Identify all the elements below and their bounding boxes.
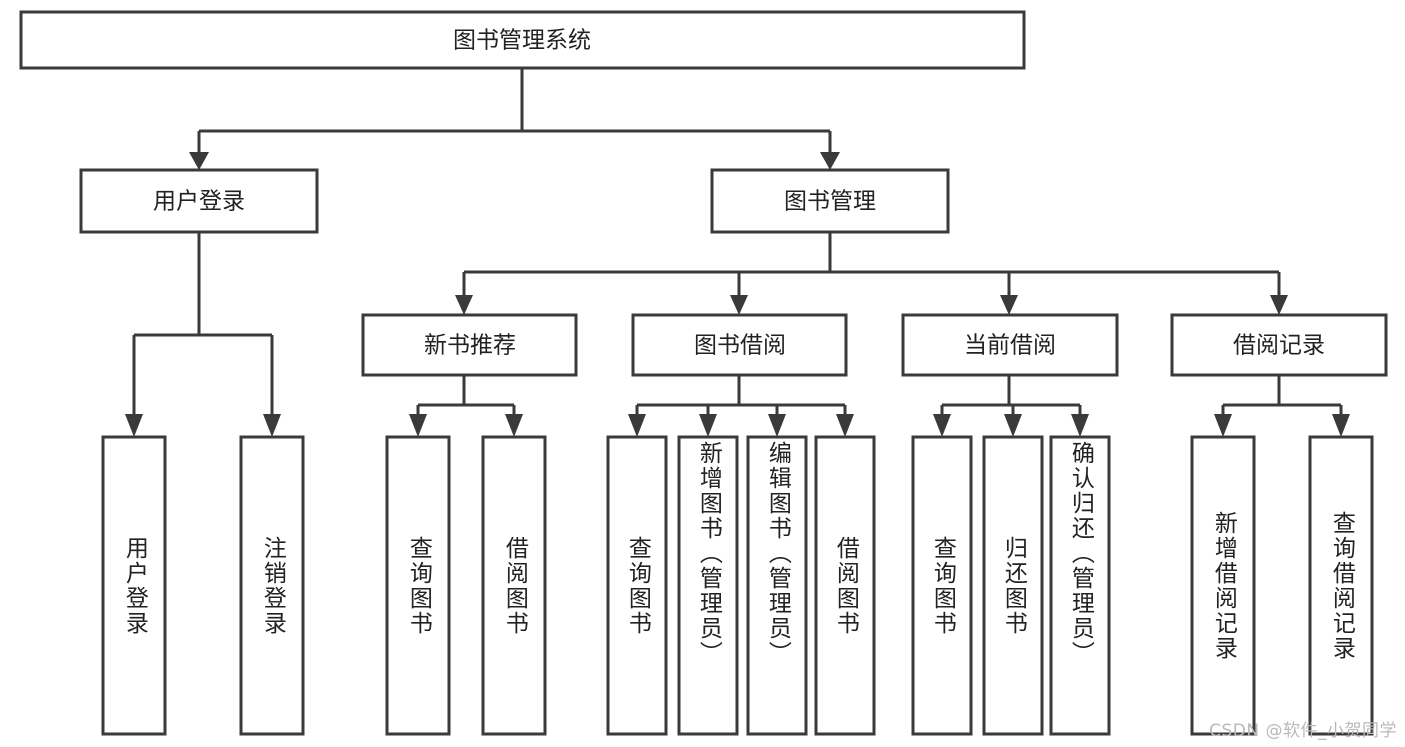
arrow-head-borrow-record — [1270, 295, 1288, 315]
connector-newbook-to-leaves — [409, 375, 523, 437]
arrow-head-leaf-query-book-borrow — [628, 414, 646, 437]
node-borrow-record[interactable]: 借阅记录 — [1170, 313, 1388, 377]
connector-bookborrow-to-leaves — [628, 375, 854, 437]
arrow-head-leaf-user-login — [125, 414, 143, 437]
node-book-manage-label: 图书管理 — [784, 189, 876, 215]
arrow-head-leaf-add-record — [1214, 414, 1232, 437]
node-book-borrow-box[interactable] — [631, 313, 848, 377]
node-book-manage-box[interactable] — [710, 168, 950, 234]
node-leaf-add-book-box[interactable] — [677, 435, 739, 736]
node-leaf-return-book-box[interactable] — [982, 435, 1044, 736]
arrow-head-book-manage — [820, 152, 840, 170]
connector-currentborrow-to-leaves — [933, 375, 1089, 437]
node-leaf-edit-book-box[interactable] — [746, 435, 808, 736]
node-leaf-confirm-return-box[interactable] — [1049, 435, 1111, 736]
node-borrow-record-box[interactable] — [1170, 313, 1388, 377]
node-current-borrow-box[interactable] — [901, 313, 1119, 377]
arrow-head-leaf-query-record — [1332, 414, 1350, 437]
arrow-head-user-login — [189, 152, 209, 170]
node-leaf-logout-box[interactable] — [239, 435, 305, 736]
arrow-head-leaf-query-book-new — [409, 414, 427, 437]
arrow-head-leaf-edit-book — [768, 414, 786, 437]
arrow-head-leaf-logout — [263, 414, 281, 437]
node-user-login[interactable]: 用户登录 — [79, 168, 319, 234]
node-root-label: 图书管理系统 — [453, 28, 591, 54]
node-user-login-box[interactable] — [79, 168, 319, 234]
arrow-head-leaf-confirm-return — [1071, 414, 1089, 437]
leaf-boxes — [101, 435, 1374, 736]
node-book-borrow[interactable]: 图书借阅 — [631, 313, 848, 377]
arrow-head-leaf-borrow-book-new — [505, 414, 523, 437]
connector-borrowrecord-to-leaves — [1214, 375, 1350, 437]
arrow-head-current-borrow — [1000, 295, 1018, 315]
arrow-head-leaf-add-book — [699, 414, 717, 437]
arrow-head-book-borrow — [730, 295, 748, 315]
node-leaf-query-book-borrow-box[interactable] — [606, 435, 668, 736]
node-new-book-recommend[interactable]: 新书推荐 — [361, 313, 578, 377]
node-leaf-user-login-box[interactable] — [101, 435, 167, 736]
arrow-head-new-book-recommend — [455, 295, 473, 315]
connector-root-to-level2 — [189, 68, 840, 170]
node-leaf-query-record-box[interactable] — [1308, 435, 1374, 736]
node-root[interactable]: 图书管理系统 — [19, 10, 1026, 70]
node-new-book-recommend-box[interactable] — [361, 313, 578, 377]
node-user-login-label: 用户登录 — [153, 189, 245, 215]
arrow-head-leaf-query-book-current — [933, 414, 951, 437]
node-leaf-query-book-new-box[interactable] — [385, 435, 451, 736]
node-new-book-recommend-label: 新书推荐 — [424, 333, 516, 359]
arrow-head-leaf-borrow-book — [836, 414, 854, 437]
connector-userlogin-to-leaves — [125, 232, 281, 437]
node-root-box[interactable] — [19, 10, 1026, 70]
node-book-manage[interactable]: 图书管理 — [710, 168, 950, 234]
node-borrow-record-label: 借阅记录 — [1233, 333, 1325, 359]
node-current-borrow[interactable]: 当前借阅 — [901, 313, 1119, 377]
node-leaf-borrow-book-box[interactable] — [814, 435, 876, 736]
node-book-borrow-label: 图书借阅 — [694, 333, 786, 359]
arrow-head-leaf-return-book — [1004, 414, 1022, 437]
node-leaf-borrow-book-new-box[interactable] — [481, 435, 547, 736]
node-leaf-add-record-box[interactable] — [1190, 435, 1256, 736]
node-current-borrow-label: 当前借阅 — [964, 333, 1056, 359]
connector-bookmanage-to-level3 — [455, 232, 1288, 315]
node-leaf-query-book-current-box[interactable] — [911, 435, 973, 736]
csdn-watermark: CSDN @软件_小贺同学 — [1209, 721, 1397, 741]
